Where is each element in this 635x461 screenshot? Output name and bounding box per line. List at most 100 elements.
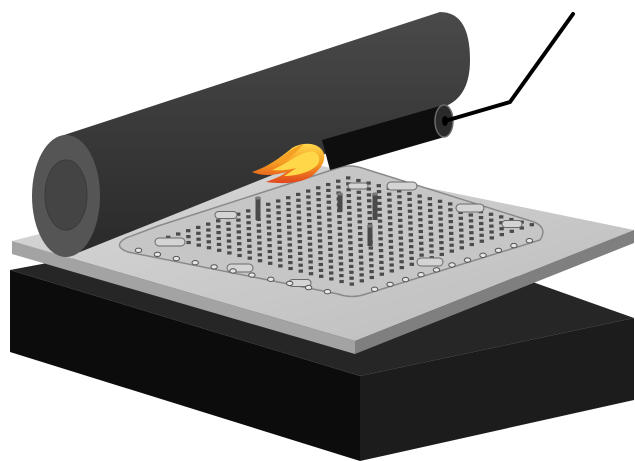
grid-hole	[397, 195, 401, 198]
grid-rim-hole	[464, 258, 470, 262]
grid-hole	[328, 242, 332, 245]
grid-hole	[327, 201, 331, 204]
grid-hole	[307, 225, 311, 228]
grid-hole	[448, 214, 452, 217]
grid-hole	[257, 236, 261, 239]
grid-hole	[377, 208, 381, 211]
grid-hole	[479, 222, 483, 225]
grid-hole	[206, 223, 210, 226]
grid-hole	[329, 260, 333, 263]
grid-hole	[368, 217, 372, 220]
grid-hole	[319, 263, 323, 266]
grid-hole	[397, 201, 401, 204]
grid-hole	[398, 213, 402, 216]
grid-rim-hole	[230, 269, 236, 273]
grid-hole	[459, 223, 463, 226]
grid-hole	[530, 223, 534, 226]
grid-hole	[419, 242, 423, 245]
grid-hole	[327, 212, 331, 215]
grid-hole	[328, 248, 332, 251]
grid-hole	[339, 256, 343, 259]
grid-hole	[246, 215, 250, 218]
grid-hole	[309, 272, 313, 275]
grid-rim-hole	[433, 268, 439, 272]
grid-hole	[409, 239, 413, 242]
grid-hole	[358, 244, 362, 247]
grid-hole	[226, 222, 230, 225]
grid-hole	[316, 198, 320, 201]
grid-hole	[327, 218, 331, 221]
grid-slot	[417, 258, 443, 266]
grid-hole	[338, 250, 342, 253]
grid-hole	[349, 265, 353, 268]
grid-hole	[296, 205, 300, 208]
grid-hole	[328, 230, 332, 233]
grid-hole	[409, 245, 413, 248]
grid-slot	[348, 183, 368, 189]
grid-hole	[206, 228, 210, 231]
grid-hole	[380, 273, 384, 276]
grid-hole	[236, 219, 240, 222]
grid-hole	[217, 249, 221, 252]
grid-hole	[429, 238, 433, 241]
grid-rim-hole	[192, 261, 198, 265]
grid-hole	[227, 240, 231, 243]
grid-hole	[288, 261, 292, 264]
pin-icon	[255, 196, 261, 220]
grid-hole	[306, 195, 310, 198]
grid-hole	[246, 209, 250, 212]
grid-rim-hole	[371, 287, 377, 291]
grid-hole	[297, 216, 301, 219]
grid-hole	[408, 227, 412, 230]
grid-rim-hole	[511, 243, 517, 247]
grid-hole	[510, 230, 514, 233]
grid-hole	[358, 226, 362, 229]
grid-hole	[357, 214, 361, 217]
grid-hole	[267, 244, 271, 247]
grid-hole	[278, 264, 282, 267]
grid-hole	[408, 204, 412, 207]
grid-hole	[339, 274, 343, 277]
grid-hole	[286, 196, 290, 199]
grid-hole	[367, 205, 371, 208]
grid-hole	[369, 258, 373, 261]
grid-hole	[217, 243, 221, 246]
grid-hole	[286, 202, 290, 205]
grid-hole	[319, 275, 323, 278]
grid-hole	[318, 257, 322, 260]
grid-hole	[317, 222, 321, 225]
grid-hole	[409, 251, 413, 254]
grid-hole	[358, 232, 362, 235]
grid-hole	[216, 231, 220, 234]
grid-hole	[407, 198, 411, 201]
grid-hole	[298, 264, 302, 267]
grid-hole	[288, 249, 292, 252]
grid-hole	[399, 254, 403, 257]
grid-hole	[358, 220, 362, 223]
grid-hole	[369, 246, 373, 249]
grid-hole	[326, 183, 330, 186]
grid-hole	[288, 243, 292, 246]
grid-hole	[266, 215, 270, 218]
grid-hole	[378, 220, 382, 223]
grid-hole	[267, 220, 271, 223]
grid-hole	[399, 260, 403, 263]
grid-hole	[387, 193, 391, 196]
grid-hole	[317, 210, 321, 213]
grid-hole	[329, 271, 333, 274]
grid-hole	[348, 224, 352, 227]
grid-hole	[338, 239, 342, 242]
grid-hole	[419, 248, 423, 251]
grid-hole	[399, 237, 403, 240]
grid-hole	[418, 200, 422, 203]
grid-hole	[367, 211, 371, 214]
grid-hole	[266, 203, 270, 206]
grid-hole	[216, 219, 220, 222]
grid-hole	[317, 216, 321, 219]
grid-hole	[217, 237, 221, 240]
grid-rim-hole	[495, 248, 501, 252]
grid-hole	[319, 269, 323, 272]
grid-hole	[480, 240, 484, 243]
grid-slot	[155, 238, 185, 246]
grid-hole	[348, 229, 352, 232]
